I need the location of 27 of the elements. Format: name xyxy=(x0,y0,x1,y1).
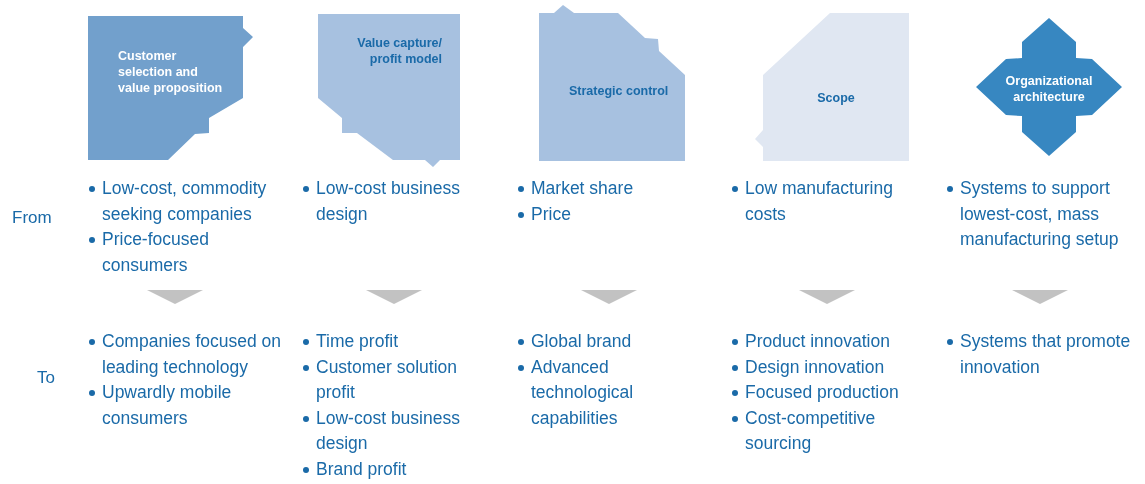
heading-text: Organizational architecture xyxy=(1004,73,1094,105)
list-item-text: Brand profit xyxy=(316,458,407,479)
list-item-text: Systems to support lowest-cost, mass manufacturing setup xyxy=(960,178,1119,249)
heading-text: Customer selection and value proposition xyxy=(118,48,224,96)
list-item-text: Low-cost, commodity seeking companies xyxy=(102,178,267,224)
list-item-text: Customer solution profit xyxy=(316,356,458,402)
list-item-text: Companies focused on leading technology xyxy=(102,331,281,377)
list-item-text: Price xyxy=(531,203,571,224)
list-item-text: Systems that promote innovation xyxy=(960,331,1131,377)
list-item-text: Cost-competitive sourcing xyxy=(745,407,876,453)
list-item-text: Design innovation xyxy=(745,356,885,377)
list-item-text: Product innovation xyxy=(745,331,890,351)
list-item-text: Global brand xyxy=(531,331,632,351)
heading-text: Value capture/ profit model xyxy=(356,35,442,67)
list-item-text: Price-focused consumers xyxy=(102,229,209,275)
list-item-text: Upwardly mobile consumers xyxy=(102,382,232,428)
list-item-text: Low manufacturing costs xyxy=(745,178,893,224)
heading-text: Strategic control xyxy=(569,83,669,99)
list-item-text: Time profit xyxy=(316,331,398,351)
list-item-text: Advanced technological capabilities xyxy=(531,356,634,428)
row-label: From xyxy=(12,208,52,228)
heading-text: Scope xyxy=(816,90,856,106)
row-label: To xyxy=(37,368,55,388)
list-item-text: Focused production xyxy=(745,382,899,402)
list-item-text: Low-cost business design xyxy=(316,178,460,224)
list-item-text: Market share xyxy=(531,178,634,198)
list-item-text: Low-cost business design xyxy=(316,407,460,453)
